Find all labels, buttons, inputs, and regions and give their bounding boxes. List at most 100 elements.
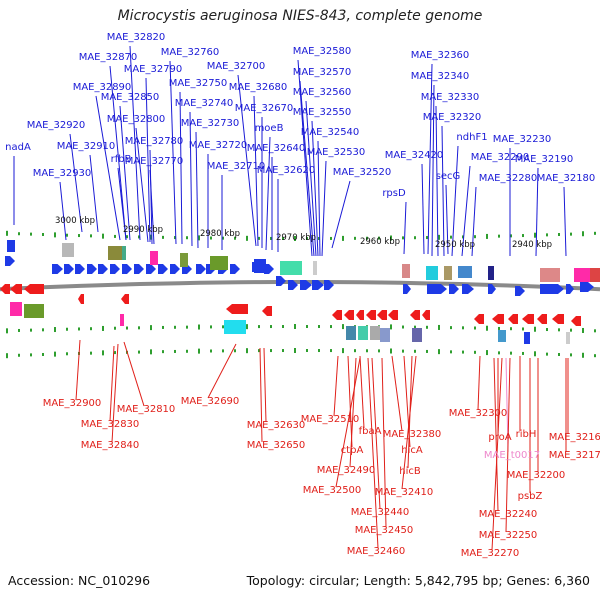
- forward-gene: [98, 264, 108, 274]
- leader-line: [371, 357, 381, 510]
- gene-label-group: nadAMAE_32930MAE_32920MAE_32910MAE_32890…: [5, 32, 600, 559]
- leader-line: [195, 131, 199, 249]
- dot-mark: [474, 326, 476, 330]
- dot-mark: [210, 236, 212, 240]
- gene-label: psbZ: [518, 491, 543, 502]
- gene-label: MAE_32410: [375, 487, 434, 498]
- forward-gene: [52, 264, 63, 274]
- dot-mark: [54, 232, 56, 238]
- gene-label: MAE_32490: [317, 465, 376, 476]
- dot-mark: [318, 236, 320, 240]
- dot-mark: [78, 234, 80, 238]
- dot-track-group: [6, 230, 596, 359]
- dot-mark: [414, 236, 416, 240]
- dot-mark: [162, 350, 164, 354]
- reverse-gene: [492, 314, 504, 324]
- dot-mark: [306, 349, 308, 353]
- dot-mark: [522, 351, 524, 355]
- dot-mark: [6, 353, 8, 359]
- gene-label: MAE_t0017: [484, 450, 540, 461]
- dot-mark: [510, 351, 512, 355]
- leader-line: [59, 181, 67, 241]
- gene-label: ndhF1: [456, 132, 487, 143]
- gene-label: MAE_32270: [461, 548, 520, 559]
- dot-mark: [294, 324, 296, 330]
- dot-mark: [186, 236, 188, 240]
- reverse-gene: [377, 310, 387, 320]
- dot-mark: [42, 352, 44, 356]
- dot-mark: [90, 351, 92, 355]
- dot-mark: [522, 327, 524, 331]
- leader-line: [109, 65, 127, 241]
- feature-box: [62, 243, 74, 257]
- gene-label: MAE_32700: [207, 61, 266, 72]
- gene-label: secG: [436, 171, 461, 182]
- dot-mark: [402, 325, 404, 329]
- dot-mark: [198, 348, 200, 354]
- leader-line: [311, 120, 319, 257]
- forward-gene: [580, 282, 594, 292]
- feature-box: [458, 266, 472, 278]
- leader-line: [445, 184, 449, 255]
- dot-mark: [558, 233, 560, 237]
- feature-box: [358, 326, 368, 340]
- gene-label: MAE_32440: [351, 507, 410, 518]
- gene-label: MAE_32240: [479, 509, 538, 520]
- leader-line: [145, 77, 151, 243]
- leader-line: [349, 357, 357, 468]
- dot-mark: [534, 351, 536, 357]
- gene-label: MAE_32190: [515, 154, 574, 165]
- feature-box: [280, 261, 302, 275]
- forward-gene: [540, 284, 564, 294]
- dot-mark: [438, 349, 440, 355]
- dot-mark: [510, 327, 512, 331]
- feature-box: [574, 268, 590, 282]
- feature-box: [108, 246, 124, 260]
- gene-label: MAE_32500: [303, 485, 362, 496]
- dot-mark: [6, 230, 8, 236]
- gene-label: MAE_32290: [471, 152, 530, 163]
- gene-label: MAE_32930: [33, 168, 92, 179]
- dot-mark: [198, 324, 200, 330]
- reverse-gene: [78, 294, 84, 304]
- gene-label: proA: [488, 432, 511, 443]
- dot-mark: [174, 349, 176, 353]
- dot-mark: [378, 236, 380, 240]
- dot-mark: [570, 232, 572, 236]
- leader-line: [401, 355, 417, 490]
- dot-mark: [498, 234, 500, 238]
- feature-box: [313, 261, 317, 275]
- dot-mark: [294, 348, 296, 354]
- dot-mark: [222, 325, 224, 329]
- dot-mark: [330, 236, 332, 240]
- forward-gene: [122, 264, 132, 274]
- leader-line: [535, 167, 539, 257]
- feature-box: [380, 328, 390, 342]
- feature-box: [180, 253, 188, 267]
- gene-label: MAE_32920: [27, 120, 86, 131]
- reverse-gene: [262, 306, 272, 316]
- dot-mark: [198, 235, 200, 241]
- reverse-gene: [552, 314, 564, 324]
- gene-label: MAE_32640: [247, 143, 306, 154]
- leader-line: [441, 125, 445, 257]
- gene-label: MAE_32680: [229, 82, 288, 93]
- reverse-gene: [410, 310, 420, 320]
- feature-box: [7, 240, 15, 252]
- dot-mark: [378, 349, 380, 353]
- leader-line: [421, 163, 425, 255]
- leader-line: [135, 127, 149, 243]
- gene-label: MAE_32840: [81, 440, 140, 451]
- leader-line: [331, 180, 351, 249]
- dot-mark: [258, 236, 260, 240]
- gene-label: MAE_32830: [81, 419, 140, 430]
- forward-gene: [75, 264, 85, 274]
- dot-mark: [66, 352, 68, 356]
- feature-group: [0, 240, 600, 344]
- gene-label: MAE_32770: [125, 156, 184, 167]
- forward-gene: [515, 286, 525, 296]
- forward-gene: [134, 264, 144, 274]
- feature-box: [254, 259, 266, 273]
- feature-box: [566, 332, 570, 344]
- dot-mark: [210, 349, 212, 353]
